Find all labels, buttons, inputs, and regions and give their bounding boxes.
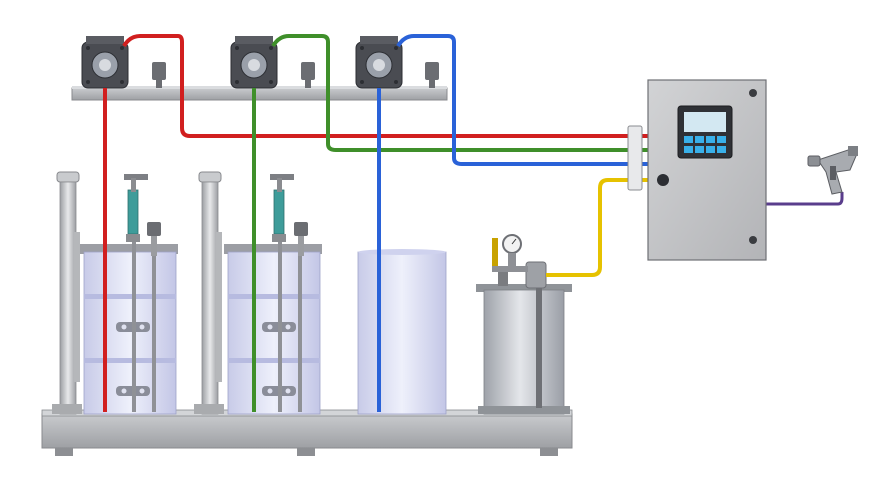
pump-red [81,36,129,89]
pump-blue [355,36,403,89]
air-regulator-green [301,62,315,88]
drum-middle [224,232,322,415]
pressure-tank [476,268,572,415]
hose-green [252,34,650,412]
agitator-middle [270,174,294,242]
air-regulator-red [152,62,166,88]
hmi-touchscreen [677,105,733,159]
level-sensor-middle [294,222,308,256]
hose-red [103,34,650,412]
control-cabinet [647,79,767,261]
regulator-assembly [492,234,547,289]
drum-left [80,232,178,415]
agitator-left [124,174,148,242]
drum-right [357,249,447,415]
level-sensor-left [147,222,161,256]
hose-yellow [546,178,650,277]
hose-purple [760,192,844,206]
spray-gun [807,146,858,195]
pump-green [230,36,278,89]
air-regulator-blue [425,62,439,88]
lift-post-left [52,171,82,415]
lift-post-middle [194,171,224,415]
hose-blue [377,34,650,412]
base-platform [41,409,573,456]
hose-bracket [627,125,643,191]
